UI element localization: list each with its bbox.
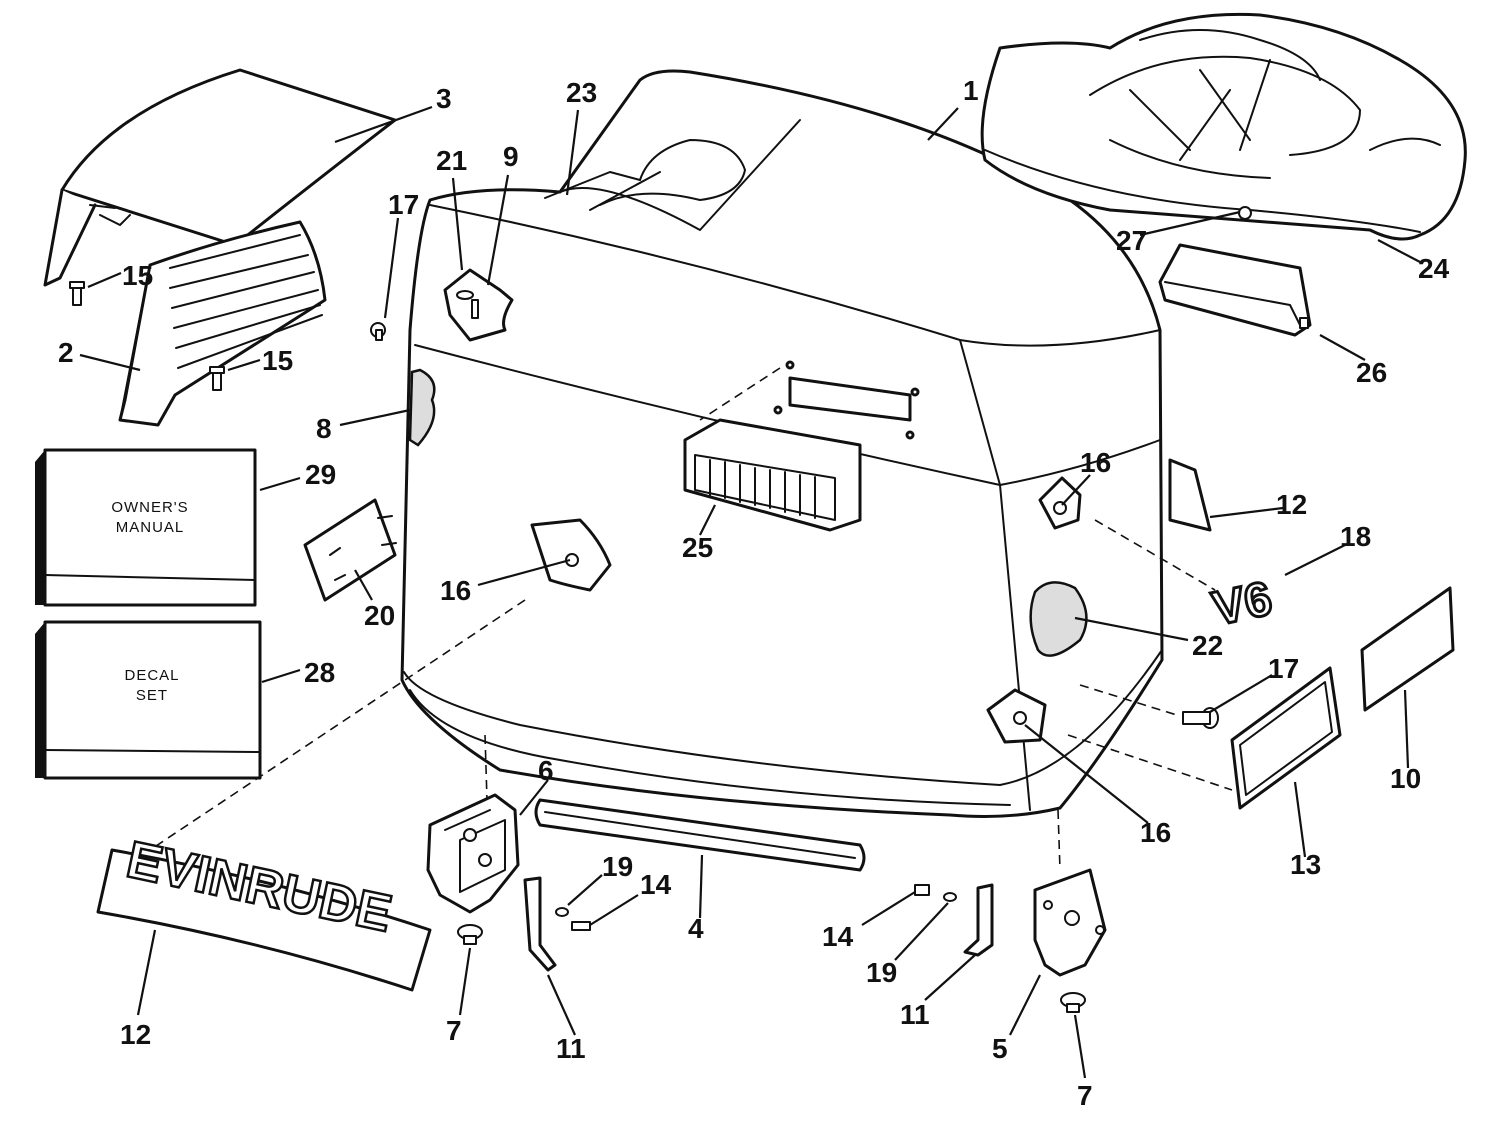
callout-16a: 16 [440,575,471,606]
callout-29: 29 [305,459,336,490]
screw-right [914,884,930,896]
callout-22: 22 [1192,630,1223,661]
callout-17b: 17 [1268,653,1299,684]
rear-vent [1158,243,1312,337]
callout-2: 2 [58,337,74,368]
callout-7b: 7 [1077,1080,1093,1111]
assembly-line [1079,684,1181,717]
grommet-plate-front [530,518,612,592]
screw [209,366,225,391]
callout-10: 10 [1390,763,1421,794]
washer-left [555,907,569,917]
callout-7a: 7 [446,1015,462,1046]
foam-pad-right [1029,581,1088,657]
louvered-grille [118,220,327,427]
callout-13: 13 [1290,849,1321,880]
callout-14b: 14 [822,921,854,952]
owners-manual-box: OWNER'S MANUAL [35,448,257,607]
front-vent-grille [683,360,920,532]
callout-26: 26 [1356,357,1387,388]
screw-left [571,921,591,931]
callout-5: 5 [992,1033,1008,1064]
l-bracket-left [523,876,557,972]
callout-9: 9 [503,141,519,172]
callout-11b: 11 [900,999,930,1030]
callout-17a: 17 [388,189,419,220]
callout-24: 24 [1418,253,1450,284]
decal-line-2: SET [136,687,168,704]
plug-screw [370,322,386,341]
bracket-plate [303,498,397,602]
seal-strip [534,798,866,872]
callout-1: 1 [963,75,979,106]
v6-badge-text: V6 [1208,572,1276,636]
latch-bracket-left [426,793,520,914]
callout-labels: 1 2 3 4 5 6 7 7 8 9 10 11 11 12 12 13 14… [58,75,1450,1111]
callout-20: 20 [364,600,395,631]
callout-16c: 16 [1140,817,1171,848]
screw [69,281,85,306]
callout-16b: 16 [1080,447,1111,478]
access-plate [1230,666,1342,810]
assembly-line [1094,519,1216,591]
callout-19b: 19 [866,957,897,988]
callout-25: 25 [682,532,713,563]
callout-21: 21 [436,145,467,176]
decal-line-1: DECAL [124,667,179,684]
callout-15a: 15 [122,260,153,291]
label-plate [1360,586,1455,712]
v6-badge: V6 [1207,571,1278,638]
callout-6: 6 [538,755,554,786]
latch-bracket-right [1033,868,1107,977]
callout-8: 8 [316,413,332,444]
assembly-line [484,734,488,801]
callout-18: 18 [1340,521,1371,552]
callout-15b: 15 [262,345,293,376]
manual-line-1: OWNER'S [111,499,188,516]
rear-top-cover [980,12,1467,241]
grommet-right-upper [1038,476,1082,530]
l-bracket-right [963,883,994,957]
washer-right [943,892,957,902]
rubber-plug-left [457,924,483,945]
callout-12b: 12 [1276,489,1307,520]
plug-right [1182,707,1219,729]
callout-14a: 14 [640,869,672,900]
callout-4: 4 [688,913,704,944]
callout-19a: 19 [602,851,633,882]
assembly-line [149,599,526,851]
decal-set-box: DECAL SET [35,620,262,780]
leader-lines [79,105,1421,1079]
callout-11a: 11 [556,1033,586,1064]
manual-line-2: MANUAL [116,519,185,536]
side-plate-right [1168,458,1212,532]
callout-23: 23 [566,77,597,108]
callout-28: 28 [304,657,335,688]
foam-pad-left [408,368,436,447]
callout-3: 3 [436,83,452,114]
grommet-plate-upper [443,268,514,342]
callout-12a: 12 [120,1019,151,1050]
callout-27: 27 [1116,225,1147,256]
screw-27 [1238,206,1252,220]
rubber-plug-right [1060,992,1086,1013]
assembly-line [1057,809,1061,871]
